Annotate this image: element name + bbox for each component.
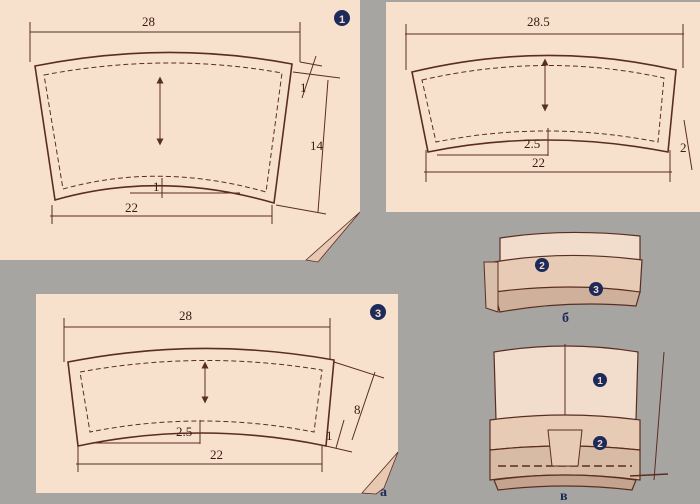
dim-height-1: 14 [310,138,324,153]
dim-height-3: 8 [354,402,361,417]
dim-inner-offset-2: 2.5 [524,136,540,151]
sketch-b-marker-2 [535,258,549,272]
sketch-v-marker-2 [593,436,607,450]
sketch-b-marker-3 [589,282,603,296]
dim-seam-top-1: 1 [300,80,307,95]
dim-seam-bottom-1: 1 [153,179,160,194]
dim-seam-3: 1 [326,428,333,443]
pattern-piece-3 [67,347,335,447]
seam-line-3 [79,360,323,433]
caption-v: в [560,489,568,504]
sketch-v-marker-1 [593,373,607,387]
dim-inner-offset-3: 2.5 [176,424,192,439]
piece-number-marker-1 [334,10,350,26]
piece-number-3: 3 [375,308,381,320]
pattern-sheet-3: 28 22 2.5 8 1 3 а [36,294,399,500]
pattern-sheet-1: 28 22 1 14 1 1 [0,0,361,263]
dim-bottom-width-3: 22 [210,447,223,462]
piece-number-marker-3 [370,304,386,320]
dim-height-2: 2 [680,140,687,155]
dim-top-width-3: 28 [179,308,192,323]
pattern-piece-2 [411,54,677,153]
svg-text:1: 1 [597,376,603,387]
pattern-sheet-2: 28.5 22 2.5 2 [386,2,700,212]
dim-bottom-width-2: 22 [532,155,545,170]
svg-text:3: 3 [593,285,599,296]
svg-text:2: 2 [597,439,603,450]
dim-top-width-1: 28 [142,14,155,29]
dim-bottom-width-1: 22 [125,200,138,215]
svg-text:2: 2 [539,261,545,272]
seam-line-1 [43,62,283,193]
caption-b: б [562,311,569,326]
piece-number-1: 1 [339,14,345,26]
dim-top-width-2: 28.5 [527,14,550,29]
assembly-sketch-v: 1 2 в [489,344,669,504]
caption-a: а [380,485,387,500]
assembly-sketch-b: 2 3 б [483,231,643,326]
pattern-piece-1 [34,51,293,205]
seam-line-2 [421,65,665,143]
